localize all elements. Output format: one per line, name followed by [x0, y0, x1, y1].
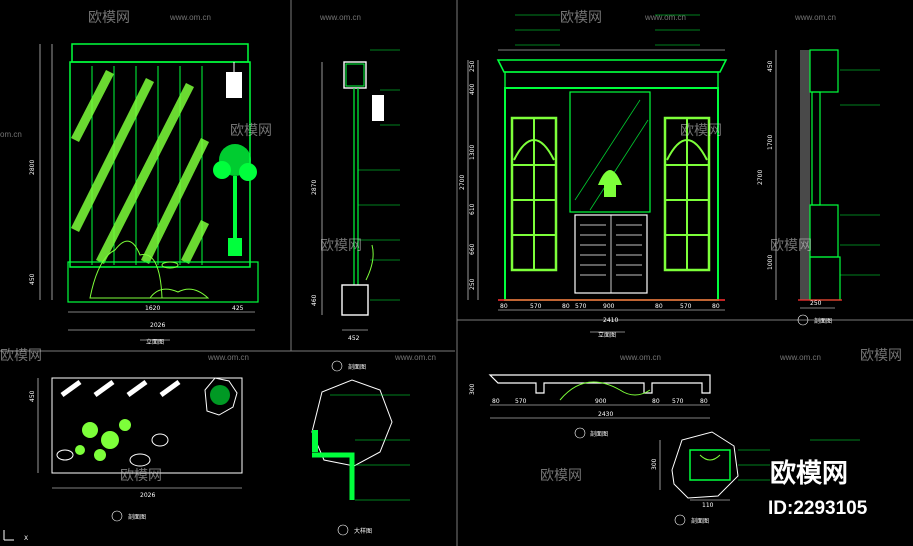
right-detail: 300 110 剖面图 [651, 431, 860, 526]
dim-center-bottom-3: 570 [575, 303, 587, 310]
center-elevation-bottom-dims: 80 570 80 570 900 80 570 80 [500, 303, 720, 310]
dim-center-left-4: 610 [469, 203, 476, 215]
watermark-cn: 欧模网 [680, 122, 722, 138]
dim-center-plan-0: 80 [492, 398, 500, 405]
ucs-icon [3, 530, 14, 541]
title-left-plan: 剖面图 [128, 513, 146, 521]
title-center-elevation: 立面图 [598, 331, 616, 339]
title-right-detail: 剖面图 [691, 517, 709, 525]
dim-center-bottom-1: 570 [530, 303, 542, 310]
dim-left-height: 2800 [29, 160, 36, 175]
dim-center-plan-3: 80 [652, 398, 660, 405]
title-right-section: 剖面图 [814, 317, 832, 325]
mid-section: 2870 460 452 剖面图 [311, 49, 400, 372]
dim-center-left-0: 250 [469, 60, 476, 72]
dim-center-left-2: 1300 [469, 145, 476, 160]
dim-center-total: 2410 [603, 317, 618, 324]
watermark-cn: 欧模网 [120, 467, 162, 483]
title-left-elevation: 立面图 [146, 338, 164, 346]
watermark-url: www.om.cn [644, 13, 686, 22]
dim-right-detail-h: 300 [651, 458, 658, 470]
dim-center-bottom-7: 80 [712, 303, 720, 310]
watermark-cn: 欧模网 [860, 347, 902, 363]
watermark-url: om.cn [0, 130, 22, 139]
center-plan: 80 570 900 80 570 80 2430 300 剖面图 [469, 374, 711, 439]
dim-left-height-b: 450 [29, 273, 36, 285]
dim-mid-top: 460 [311, 294, 318, 306]
watermark-url: www.om.cn [619, 353, 661, 362]
brand-id: ID:2293105 [768, 498, 868, 519]
watermark-url: www.om.cn [319, 13, 361, 22]
right-section-dims: 450 1700 2700 1000 [757, 60, 774, 270]
dim-plan-left-h: 450 [29, 390, 36, 402]
ucs-x-label: X [24, 535, 28, 542]
watermark-url: www.om.cn [207, 353, 249, 362]
watermark-cn: 欧模网 [230, 122, 272, 138]
dim-center-plan-2: 900 [595, 398, 607, 405]
watermark-url: www.om.cn [779, 353, 821, 362]
center-elevation-left-dims: 250 400 1300 2700 610 660 250 [459, 60, 476, 290]
watermarks: 欧模网 www.om.cn 欧模网 欧模网 om.cn www.om.cn 欧模… [0, 9, 902, 483]
dim-right-1: 1700 [767, 135, 774, 150]
dim-left-b: 425 [232, 305, 244, 312]
watermark-cn: 欧模网 [770, 237, 812, 253]
watermark-url: www.om.cn [394, 353, 436, 362]
dim-center-plan-h: 300 [469, 383, 476, 395]
dim-center-bottom-0: 80 [500, 303, 508, 310]
dim-plan-left-total: 2026 [140, 492, 155, 499]
left-plan: 2026 450 剖面图 [29, 377, 243, 522]
watermark-cn: 欧模网 [320, 237, 362, 253]
left-elevation: 1620 425 2026 2800 450 立面图 [29, 43, 259, 346]
brand-stamp: 欧模网 ID:2293105 [768, 458, 868, 519]
watermark-url: www.om.cn [169, 13, 211, 22]
dim-center-plan-4: 570 [672, 398, 684, 405]
watermark-cn: 欧模网 [88, 9, 130, 25]
dim-mid-width: 452 [348, 335, 360, 342]
right-section: 450 1700 2700 1000 250 剖面图 [757, 49, 880, 326]
mid-detail: 大样图 [311, 379, 410, 536]
title-mid-detail: 大样图 [354, 527, 372, 535]
dim-center-left-1: 400 [469, 83, 476, 95]
brand-name: 欧模网 [770, 458, 848, 488]
dim-right-3: 1000 [767, 255, 774, 270]
dim-center-plan-total: 2430 [598, 411, 613, 418]
dim-center-left-3: 2700 [459, 175, 466, 190]
dim-center-left-5: 660 [469, 243, 476, 255]
title-center-plan: 剖面图 [590, 430, 608, 438]
watermark-cn: 欧模网 [540, 467, 582, 483]
dim-right-bottom: 250 [810, 300, 822, 307]
watermark-url: www.om.cn [794, 13, 836, 22]
dim-right-2: 2700 [757, 170, 764, 185]
dim-mid-height: 2870 [311, 180, 318, 195]
dim-center-bottom-4: 900 [603, 303, 615, 310]
dim-left-a: 1620 [145, 305, 160, 312]
dim-right-0: 450 [767, 60, 774, 72]
dim-right-detail-w: 110 [702, 502, 714, 509]
dim-center-plan-5: 80 [700, 398, 708, 405]
tree-illustration [213, 144, 257, 256]
dim-center-plan-1: 570 [515, 398, 527, 405]
watermark-cn: 欧模网 [560, 9, 602, 25]
dim-left-total: 2026 [150, 322, 165, 329]
dim-center-left-6: 250 [469, 278, 476, 290]
watermark-cn: 欧模网 [0, 347, 42, 363]
dim-center-bottom-2: 80 [562, 303, 570, 310]
title-mid-section: 剖面图 [348, 363, 366, 371]
dim-center-bottom-6: 570 [680, 303, 692, 310]
center-elevation: 80 570 80 570 900 80 570 80 250 400 1300 2700 610 66… [459, 14, 728, 339]
center-plan-dims: 80 570 900 80 570 80 [492, 398, 708, 405]
dim-center-bottom-5: 80 [655, 303, 663, 310]
